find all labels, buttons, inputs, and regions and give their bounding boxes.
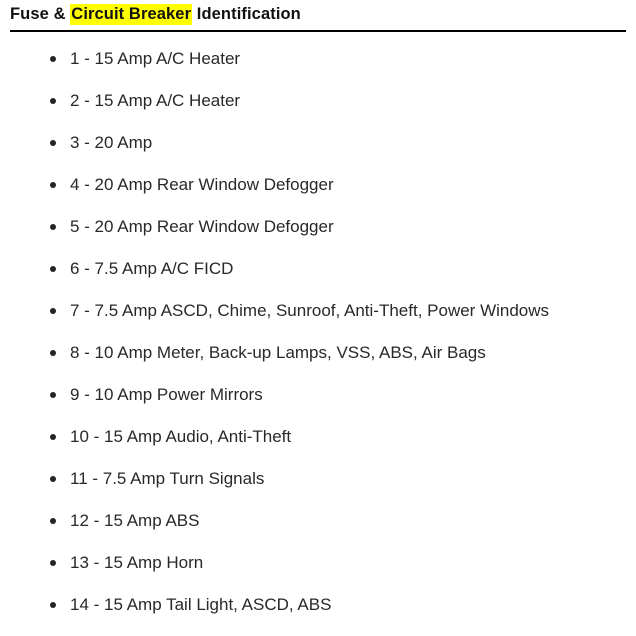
- page-title-suffix: Identification: [192, 5, 301, 23]
- bullet-icon: [50, 56, 56, 62]
- bullet-icon: [50, 560, 56, 566]
- list-item-label: 14 - 15 Amp Tail Light, ASCD, ABS: [70, 595, 332, 614]
- list-item-label: 10 - 15 Amp Audio, Anti-Theft: [70, 427, 292, 446]
- header-divider: [10, 30, 626, 32]
- list-item-label: 9 - 10 Amp Power Mirrors: [70, 385, 263, 404]
- list-item: 2 - 15 Amp A/C Heater: [0, 90, 636, 132]
- bullet-icon: [50, 392, 56, 398]
- page-title: Fuse & Circuit Breaker Identification: [10, 3, 626, 25]
- bullet-icon: [50, 98, 56, 104]
- list-item: 12 - 15 Amp ABS: [0, 510, 636, 552]
- list-item: 3 - 20 Amp: [0, 132, 636, 174]
- bullet-icon: [50, 308, 56, 314]
- list-item: 5 - 20 Amp Rear Window Defogger: [0, 216, 636, 258]
- bullet-icon: [50, 182, 56, 188]
- list-item-label: 8 - 10 Amp Meter, Back-up Lamps, VSS, AB…: [70, 343, 486, 362]
- list-item: 9 - 10 Amp Power Mirrors: [0, 384, 636, 426]
- list-item: 13 - 15 Amp Horn: [0, 552, 636, 594]
- list-item-label: 7 - 7.5 Amp ASCD, Chime, Sunroof, Anti-T…: [70, 301, 550, 320]
- fuse-list: 1 - 15 Amp A/C Heater 2 - 15 Amp A/C Hea…: [0, 32, 636, 636]
- list-item-label: 13 - 15 Amp Horn: [70, 553, 204, 572]
- bullet-icon: [50, 266, 56, 272]
- list-item-label: 5 - 20 Amp Rear Window Defogger: [70, 217, 334, 236]
- list-item: 14 - 15 Amp Tail Light, ASCD, ABS: [0, 594, 636, 636]
- bullet-icon: [50, 434, 56, 440]
- list-item: 11 - 7.5 Amp Turn Signals: [0, 468, 636, 510]
- list-item: 7 - 7.5 Amp ASCD, Chime, Sunroof, Anti-T…: [0, 300, 636, 342]
- list-item-label: 1 - 15 Amp A/C Heater: [70, 49, 241, 68]
- list-item: 8 - 10 Amp Meter, Back-up Lamps, VSS, AB…: [0, 342, 636, 384]
- bullet-icon: [50, 140, 56, 146]
- list-item: 4 - 20 Amp Rear Window Defogger: [0, 174, 636, 216]
- list-item-label: 4 - 20 Amp Rear Window Defogger: [70, 175, 334, 194]
- bullet-icon: [50, 350, 56, 356]
- list-item-label: 2 - 15 Amp A/C Heater: [70, 91, 241, 110]
- list-item: 1 - 15 Amp A/C Heater: [0, 48, 636, 90]
- list-item-label: 6 - 7.5 Amp A/C FICD: [70, 259, 234, 278]
- bullet-icon: [50, 224, 56, 230]
- bullet-icon: [50, 476, 56, 482]
- page-header: Fuse & Circuit Breaker Identification: [0, 0, 636, 25]
- list-item: 10 - 15 Amp Audio, Anti-Theft: [0, 426, 636, 468]
- page-title-highlight: Circuit Breaker: [70, 4, 193, 25]
- list-item-label: 12 - 15 Amp ABS: [70, 511, 200, 530]
- list-item: 6 - 7.5 Amp A/C FICD: [0, 258, 636, 300]
- bullet-icon: [50, 518, 56, 524]
- bullet-icon: [50, 602, 56, 608]
- list-item-label: 11 - 7.5 Amp Turn Signals: [70, 469, 265, 488]
- page-title-prefix: Fuse &: [10, 5, 71, 23]
- list-item-label: 3 - 20 Amp: [70, 133, 153, 152]
